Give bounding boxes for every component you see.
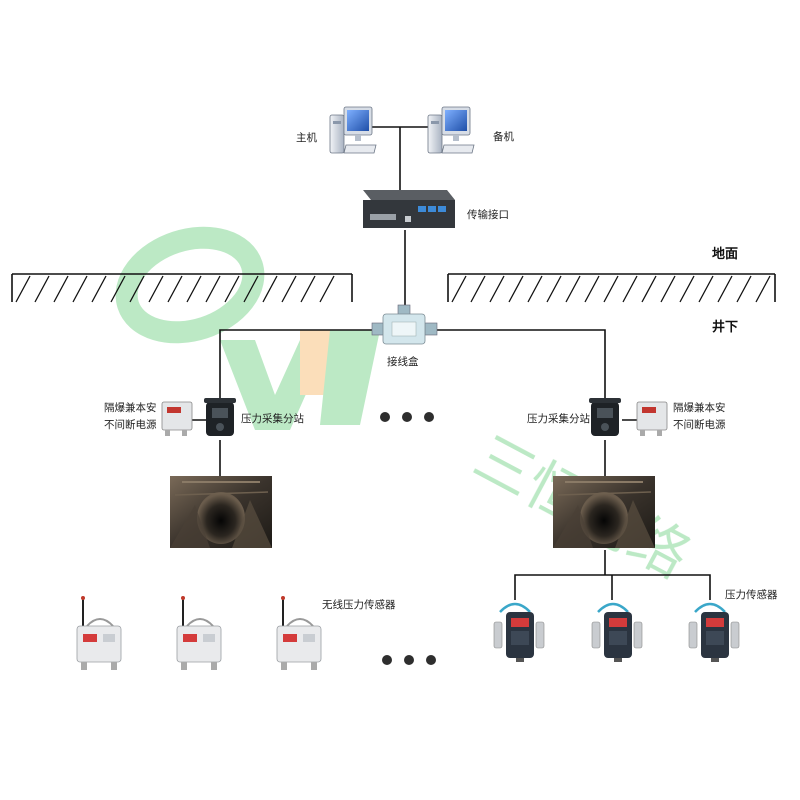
hatch-line: [755, 275, 771, 303]
hatch-line: [489, 275, 505, 303]
hatch-line: [72, 275, 88, 303]
ups-right-label-line1: 隔爆兼本安: [673, 401, 726, 414]
hatch-line: [53, 275, 69, 303]
hatch-line: [281, 275, 297, 303]
hatch-line: [110, 275, 126, 303]
ups-left-label-line1: 隔爆兼本安: [104, 401, 157, 414]
hatch-line: [717, 275, 733, 303]
substation-icon-right: [589, 398, 621, 436]
hatch-line: [34, 275, 50, 303]
wireless-sensor-icon: [176, 596, 222, 670]
ground-hatch-left: [15, 275, 335, 303]
hatch-line: [546, 275, 562, 303]
hatch-line: [584, 275, 600, 303]
substation-icon-left: [204, 398, 236, 436]
hatch-line: [451, 275, 467, 303]
hatch-line: [205, 275, 221, 303]
tunnel-photo-right: [553, 476, 655, 548]
hatch-line: [603, 275, 619, 303]
hatch-line: [129, 275, 145, 303]
hatch-line: [565, 275, 581, 303]
hatch-line: [508, 275, 524, 303]
ground-surface-right: [447, 273, 776, 302]
hatch-line: [679, 275, 695, 303]
hatch-line: [186, 275, 202, 303]
ups-icon-right: [636, 401, 668, 436]
host-label: 主机: [296, 131, 317, 144]
underground-label: 井下: [712, 319, 738, 335]
hatch-line: [527, 275, 543, 303]
transmission-interface-icon: [363, 190, 455, 228]
hatch-line: [622, 275, 638, 303]
hatch-line: [470, 275, 486, 303]
junction-box-label: 接线盒: [387, 355, 419, 368]
hatch-line: [736, 275, 752, 303]
pressure-sensor-icon: [591, 602, 643, 662]
ups-left-label-line2: 不间断电源: [104, 418, 157, 431]
hatch-line: [243, 275, 259, 303]
substation-left-label: 压力采集分站: [241, 412, 304, 425]
wireless-sensor-label: 无线压力传感器: [322, 598, 396, 611]
hatch-line: [300, 275, 316, 303]
pressure-sensor-icon: [688, 602, 740, 662]
hatch-line: [148, 275, 164, 303]
hatch-line: [262, 275, 278, 303]
hatch-line: [641, 275, 657, 303]
ellipsis-dots-lower: [382, 655, 436, 665]
tunnel-photo-left: [170, 476, 272, 548]
ups-right-label-line2: 不间断电源: [673, 418, 726, 431]
network-lines: [190, 126, 711, 600]
substation-right-label: 压力采集分站: [527, 412, 590, 425]
ups-icon-left: [161, 401, 193, 436]
backup-label: 备机: [493, 130, 514, 143]
hatch-line: [698, 275, 714, 303]
transmission-interface-label: 传输接口: [467, 208, 509, 221]
hatch-line: [224, 275, 240, 303]
host-computer-icon: [329, 106, 377, 154]
pressure-sensor-label: 压力传感器: [725, 588, 778, 601]
wireless-sensor-icon: [276, 596, 322, 670]
wireless-sensor-group: [76, 596, 322, 670]
backup-computer-icon: [427, 106, 475, 154]
ground-hatch-right: [451, 275, 771, 303]
pressure-sensor-icon: [493, 602, 545, 662]
hatch-line: [15, 275, 31, 303]
ground-label: 地面: [712, 246, 738, 262]
ellipsis-dots-upper: [380, 412, 434, 422]
hatch-line: [167, 275, 183, 303]
hatch-line: [319, 275, 335, 303]
hatch-line: [660, 275, 676, 303]
hatch-line: [91, 275, 107, 303]
wireless-sensor-icon: [76, 596, 122, 670]
pressure-sensor-group: [493, 602, 740, 662]
junction-box-icon: [371, 304, 438, 345]
ground-surface-left: [11, 273, 353, 302]
